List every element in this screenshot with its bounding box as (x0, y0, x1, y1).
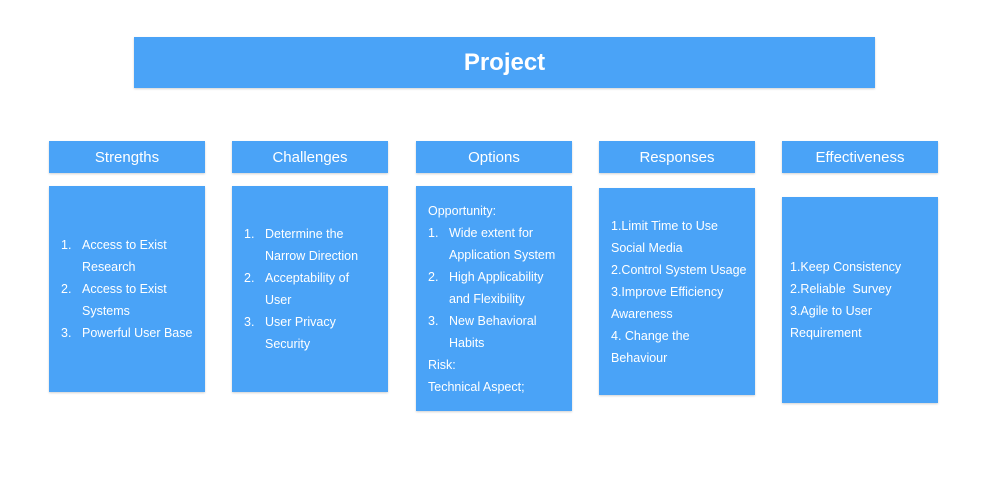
list-item: 3.Powerful User Base (61, 326, 193, 340)
responses-line: 1.Limit Time to Use Social Media (611, 218, 718, 255)
risk-text: Technical Aspect; (428, 379, 525, 394)
list-item: 3.New Behavioral Habits (428, 313, 537, 350)
options-box: Opportunity: 1.Wide extent for Applicati… (416, 186, 572, 411)
strengths-heading: Strengths (49, 141, 205, 173)
list-item: 3.User Privacy Security (244, 315, 336, 351)
opportunity-label: Opportunity: (428, 203, 497, 218)
project-title: Project (134, 37, 875, 88)
options-list: 1.Wide extent for Application System 2.H… (428, 222, 566, 354)
list-item: 2.Access to Exist Systems (61, 282, 167, 318)
responses-box: 1.Limit Time to Use Social Media 2.Contr… (599, 188, 755, 395)
options-heading: Options (416, 141, 572, 173)
strengths-box: 1.Access to Exist Research 2.Access to E… (49, 186, 205, 392)
responses-line: 2.Control System Usage (611, 262, 747, 277)
effectiveness-line: 1.Keep Consistency (790, 260, 902, 274)
challenges-box: 1.Determine the Narrow Direction 2.Accep… (232, 186, 388, 392)
list-item: 1.Access to Exist Research (61, 238, 167, 274)
challenges-heading: Challenges (232, 141, 388, 173)
responses-line: 4. Change the Behaviour (611, 328, 690, 365)
list-item: 1.Wide extent for Application System (428, 225, 556, 262)
challenges-list: 1.Determine the Narrow Direction 2.Accep… (244, 223, 378, 355)
risk-label: Risk: (428, 357, 456, 372)
effectiveness-line: 2.Reliable Survey (790, 282, 892, 296)
list-item: 2.High Applicability and Flexibility (428, 269, 544, 306)
strengths-list: 1.Access to Exist Research 2.Access to E… (61, 234, 197, 344)
effectiveness-heading: Effectiveness (782, 141, 938, 173)
list-item: 1.Determine the Narrow Direction (244, 227, 359, 263)
effectiveness-line: 3.Agile to User Requirement (790, 304, 872, 340)
responses-heading: Responses (599, 141, 755, 173)
effectiveness-box: 1.Keep Consistency 2.Reliable Survey 3.A… (782, 197, 938, 403)
list-item: 2.Acceptability of User (244, 271, 350, 307)
responses-line: 3.Improve Efficiency Awareness (611, 284, 724, 321)
